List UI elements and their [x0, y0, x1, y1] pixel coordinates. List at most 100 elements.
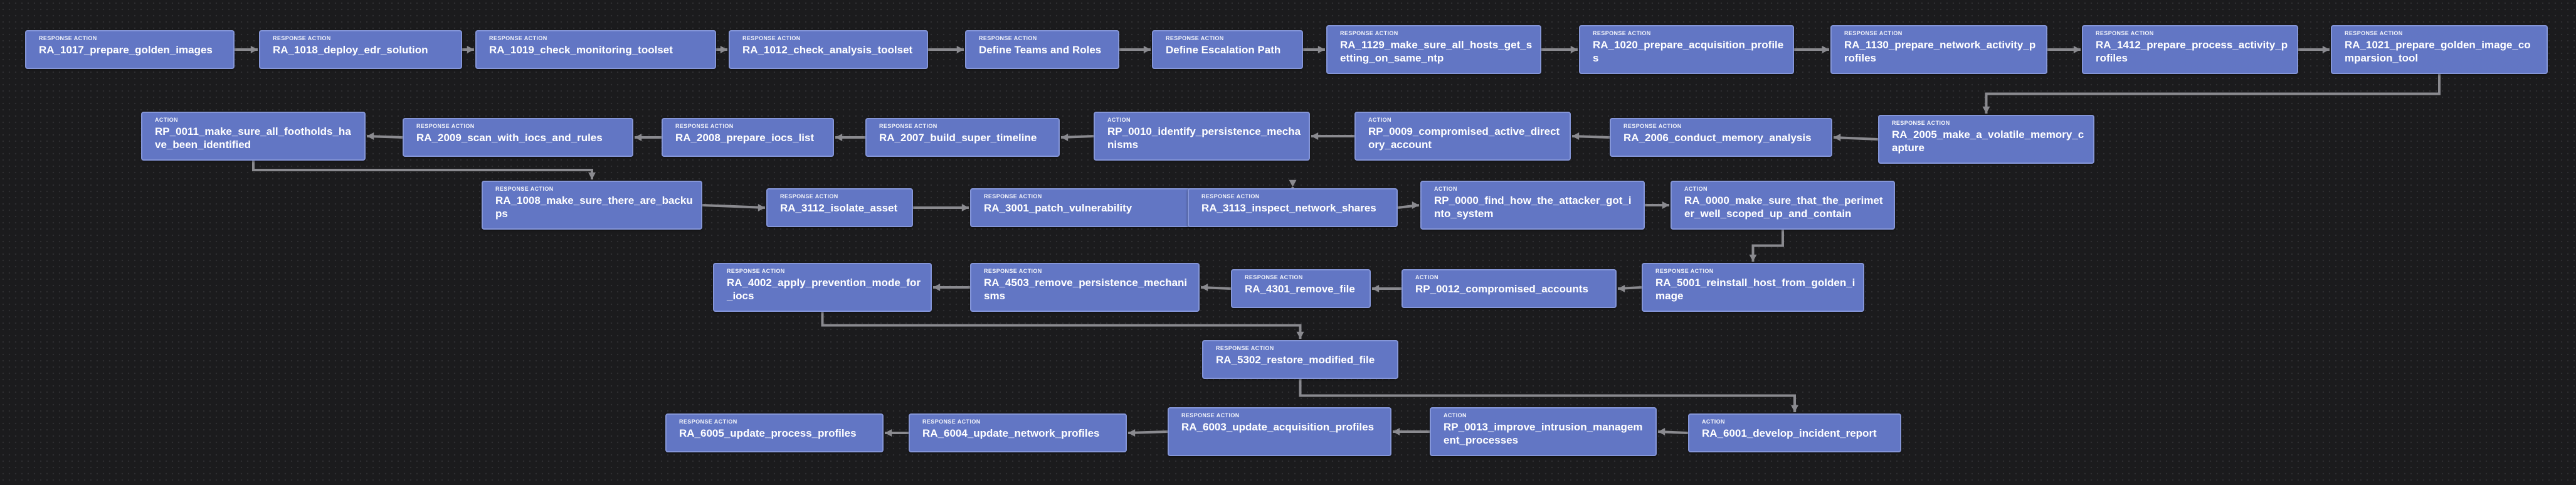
node-title: RA_2006_conduct_memory_analysis [1623, 132, 1812, 144]
edge-arrowhead [1317, 46, 1325, 53]
node-type-label: RESPONSE ACTION [1655, 268, 1714, 274]
node-type-label: ACTION [1702, 418, 1725, 425]
node-title: RA_3112_isolate_asset [780, 202, 898, 214]
node-title: RA_6005_update_process_profiles [679, 427, 857, 439]
edge-arrowhead [961, 204, 969, 211]
node-title: RA_5001_reinstall_host_from_golden_image [1655, 277, 1855, 302]
edge-arrowhead [1982, 106, 1990, 114]
node-type-label: ACTION [155, 117, 178, 123]
edge-arrowhead [1572, 132, 1580, 140]
node-type-label: RESPONSE ACTION [742, 35, 801, 41]
node-title: RP_0000_find_how_the_attacker_got_into_s… [1434, 195, 1632, 220]
node-title: RA_1021_prepare_golden_image_comparsion_… [2345, 39, 2531, 64]
node-title: RP_0010_identify_persistence_mechanisms [1107, 125, 1301, 151]
edge-connector [1751, 230, 1784, 262]
node-type-label: ACTION [1434, 186, 1457, 192]
node-type-label: RESPONSE ACTION [489, 35, 547, 41]
node-title: RP_0013_improve_intrusion_management_pro… [1444, 421, 1643, 446]
node-type-label: RESPONSE ACTION [1181, 412, 1240, 418]
edge-arrowhead [835, 134, 843, 141]
edge-connector [702, 204, 766, 209]
workflow-node[interactable]: RESPONSE ACTION RA_1412_prepare_process_a… [2082, 25, 2298, 74]
edge-arrowhead [1570, 46, 1578, 53]
node-title: RA_6003_update_acquisition_profiles [1181, 421, 1375, 433]
workflow-node[interactable]: RESPONSE ACTION RA_6003_update_acquisitio… [1168, 407, 1391, 456]
workflow-node[interactable]: ACTION RP_0013_improve_intrusion_manageme… [1430, 407, 1657, 456]
node-type-label: RESPONSE ACTION [984, 268, 1042, 274]
edge-arrowhead [933, 284, 941, 291]
workflow-node[interactable]: RESPONSE ACTION RA_1129_make_sure_all_hos… [1326, 25, 1541, 74]
node-type-label: RESPONSE ACTION [979, 35, 1037, 41]
node-title: RA_1130_prepare_network_activity_profile… [1844, 39, 2036, 64]
node-title: RA_1412_prepare_process_activity_profile… [2096, 39, 2288, 64]
edge-connector [821, 312, 1302, 339]
node-type-label: RESPONSE ACTION [2096, 30, 2154, 36]
edge-arrowhead [1662, 201, 1669, 209]
node-title: RA_2005_make_a_volatile_memory_capture [1892, 129, 2084, 154]
node-title: RA_1017_prepare_golden_images [39, 44, 213, 56]
workflow-node[interactable]: ACTION RP_0000_find_how_the_attacker_got_… [1420, 181, 1645, 230]
node-title: RA_0000_make_sure_that_the_perimeter_wel… [1684, 195, 1883, 220]
edge-connector [252, 161, 593, 179]
edge-arrowhead [1289, 179, 1297, 187]
workflow-node[interactable]: RESPONSE ACTION RA_1018_deploy_edr_soluti… [259, 30, 462, 69]
edge-arrowhead [1061, 134, 1069, 141]
workflow-node[interactable]: RESPONSE ACTION RA_2005_make_a_volatile_m… [1878, 115, 2094, 164]
node-title: RA_1020_prepare_acquisition_profiles [1593, 39, 1784, 64]
node-type-label: RESPONSE ACTION [1245, 274, 1303, 280]
edge-arrowhead [1372, 285, 1380, 292]
workflow-node[interactable]: RESPONSE ACTION RA_5001_reinstall_host_fr… [1642, 263, 1864, 312]
node-type-label: RESPONSE ACTION [675, 123, 734, 129]
node-title: RA_1018_deploy_edr_solution [273, 44, 428, 56]
edge-arrowhead [1296, 331, 1304, 339]
node-title: RA_1008_make_sure_there_are_backups [495, 195, 693, 220]
node-type-label: RESPONSE ACTION [1166, 35, 1224, 41]
node-type-label: RESPONSE ACTION [1340, 30, 1398, 36]
edge-connector [1833, 136, 1879, 141]
node-type-label: ACTION [1368, 117, 1391, 123]
node-type-label: RESPONSE ACTION [879, 123, 937, 129]
edge-arrowhead [956, 46, 964, 53]
node-title: RA_1129_make_sure_all_hosts_get_setting_… [1340, 39, 1533, 64]
workflow-node[interactable]: ACTION RP_0011_make_sure_all_footholds_ha… [141, 112, 366, 161]
edge-arrowhead [1618, 285, 1625, 292]
node-type-label: ACTION [1444, 412, 1467, 418]
node-title: RA_4503_remove_persistence_mechanisms [984, 277, 1188, 302]
node-title: RA_6004_update_network_profiles [922, 427, 1100, 439]
edge-connector [1985, 74, 2441, 114]
node-title: RP_0011_make_sure_all_footholds_have_bee… [155, 125, 351, 151]
node-type-label: RESPONSE ACTION [1892, 120, 1950, 126]
node-type-label: RESPONSE ACTION [273, 35, 331, 41]
workflow-node[interactable]: RESPONSE ACTION RA_4503_remove_persistenc… [970, 263, 1200, 312]
edge-arrowhead [588, 172, 596, 179]
node-title: RA_4002_apply_prevention_mode_for_iocs [727, 277, 921, 302]
edge-arrowhead [1412, 201, 1419, 209]
edge-arrowhead [1128, 429, 1136, 437]
